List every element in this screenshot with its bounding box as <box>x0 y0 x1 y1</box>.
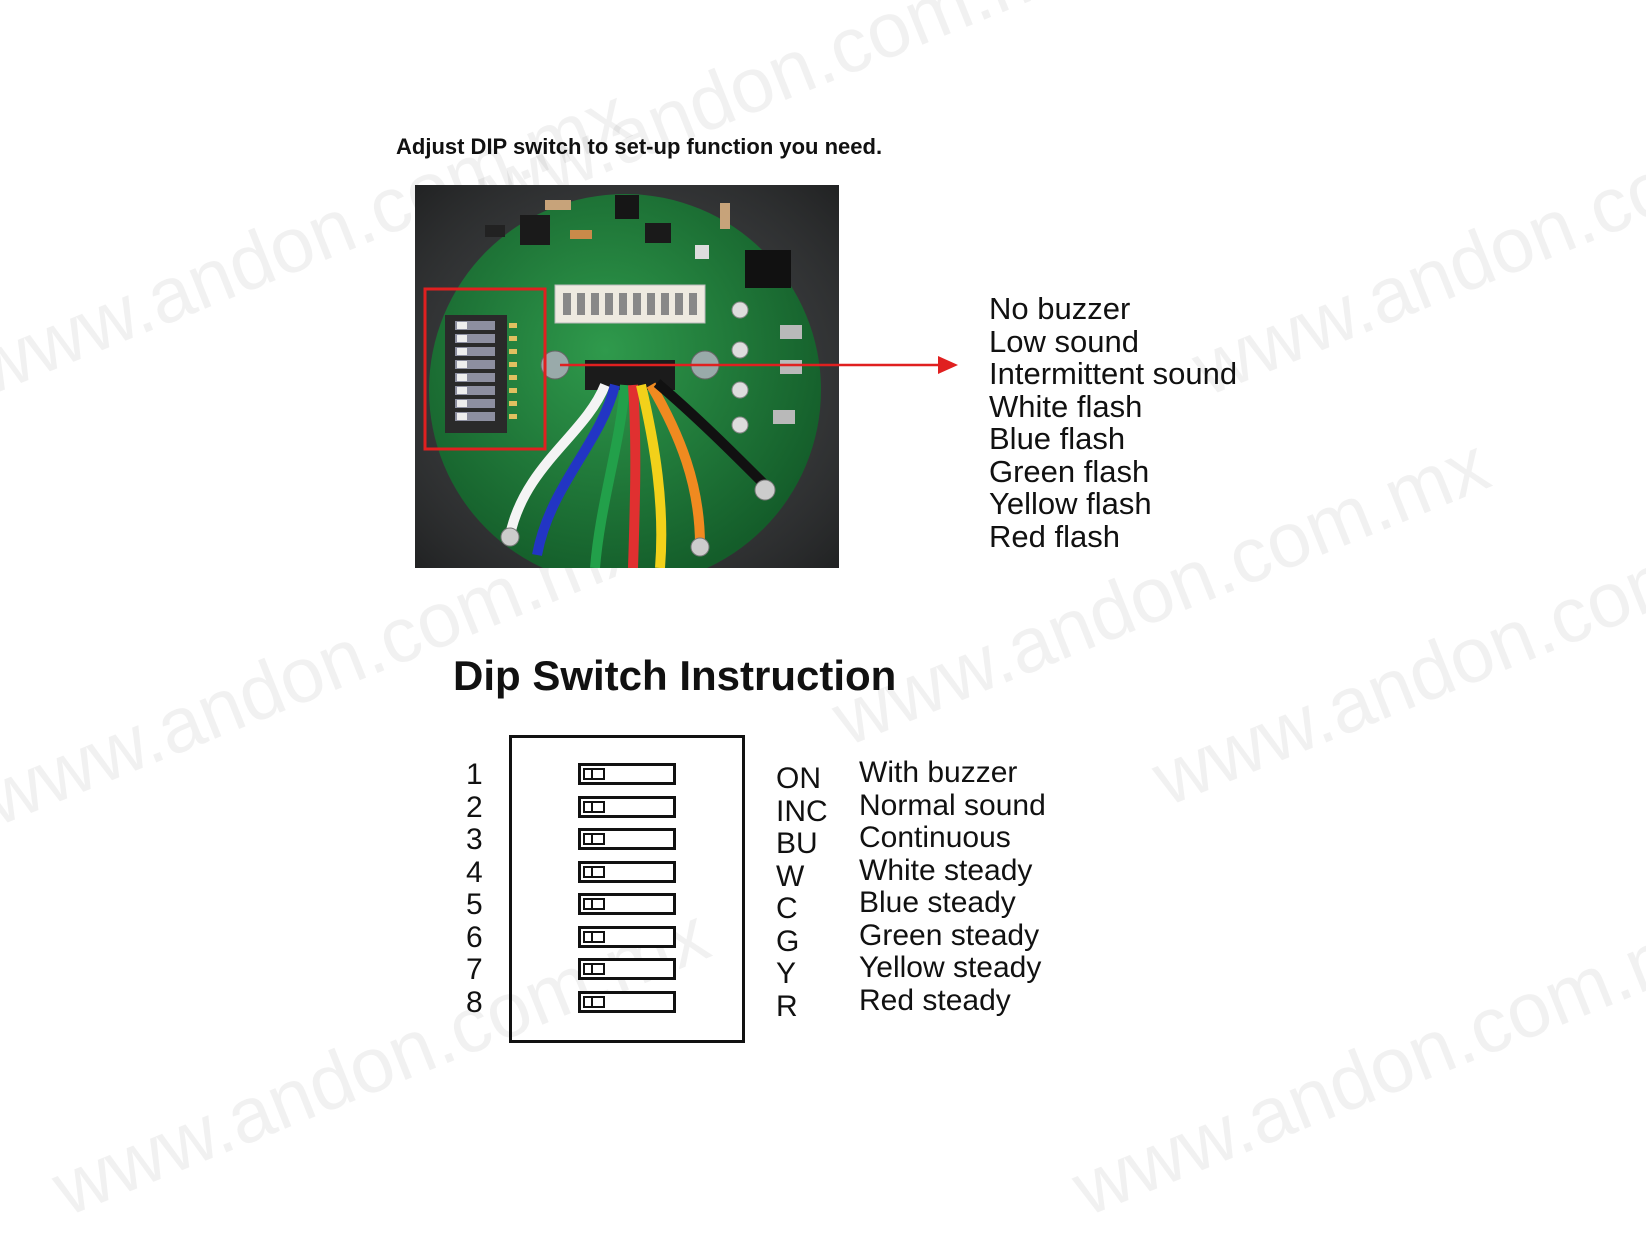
switch-number: 2 <box>466 790 483 824</box>
switch-number: 7 <box>466 953 483 986</box>
switch-description: Green steady <box>859 918 1040 952</box>
switch-description: With buzzer <box>859 756 1018 789</box>
dip-title: Dip Switch Instruction <box>453 652 897 699</box>
switch-description: White steady <box>859 853 1033 887</box>
switch-code: C <box>776 892 798 925</box>
switch-knob <box>583 800 605 813</box>
switch-numbers: 1 2 3 4 5 6 7 8 <box>466 758 483 1019</box>
switch-knob <box>583 833 605 845</box>
dip-switch-7[interactable] <box>578 958 676 980</box>
function-item: White flash <box>989 388 1143 424</box>
switch-number: 4 <box>466 855 483 889</box>
switch-knob <box>583 995 605 1008</box>
function-item: Red flash <box>989 518 1120 554</box>
pointer-arrow <box>560 356 958 374</box>
switch-code: ON <box>776 762 821 795</box>
function-item: Intermittent sound <box>989 356 1238 391</box>
dip-switch-3[interactable] <box>578 828 676 850</box>
dip-switch-8[interactable] <box>578 990 676 1013</box>
switch-number: 5 <box>466 888 483 921</box>
pcb-illustration <box>415 185 839 568</box>
function-list: No buzzer Low sound Intermittent sound W… <box>989 291 1238 554</box>
dip-switch-2[interactable] <box>578 795 676 818</box>
switch-knob <box>583 768 605 780</box>
switch-number: 8 <box>466 985 483 1019</box>
switch-column <box>578 763 676 1023</box>
switch-number: 1 <box>466 758 483 791</box>
function-item: Low sound <box>989 323 1139 359</box>
switch-knob <box>583 963 605 975</box>
function-item: No buzzer <box>989 291 1131 326</box>
switch-number: 3 <box>466 823 483 856</box>
watermark: www.andon.com.mx <box>1180 69 1646 413</box>
switch-code: BU <box>776 827 818 860</box>
dip-switch-4[interactable] <box>578 860 676 883</box>
function-item: Yellow flash <box>989 486 1152 521</box>
switch-code: INC <box>776 794 828 828</box>
function-item: Green flash <box>989 453 1150 489</box>
switch-description: Yellow steady <box>859 951 1042 984</box>
function-item: Blue flash <box>989 421 1126 456</box>
switch-code: R <box>776 989 798 1023</box>
switch-descriptions: With buzzer Normal sound Continuous Whit… <box>859 756 1046 1017</box>
instruction-text: Adjust DIP switch to set-up function you… <box>396 134 883 159</box>
switch-knob <box>583 930 605 943</box>
dip-switch-6[interactable] <box>578 925 676 948</box>
switch-code: Y <box>776 957 797 990</box>
switch-description: Red steady <box>859 983 1011 1017</box>
dip-switch-5[interactable] <box>578 893 676 915</box>
switch-description: Continuous <box>859 821 1011 854</box>
switch-code: G <box>776 924 800 958</box>
pcb-photo <box>415 185 839 568</box>
dip-switch-1[interactable] <box>578 763 676 785</box>
switch-codes: ON INC BU W C G Y R <box>776 762 828 1023</box>
switch-knob <box>583 898 605 910</box>
switch-code: W <box>776 859 805 893</box>
switch-description: Blue steady <box>859 886 1016 919</box>
watermark: www.andon.com.mx <box>1060 889 1646 1233</box>
dip-switch-diagram <box>509 735 745 1043</box>
switch-description: Normal sound <box>859 788 1046 822</box>
switch-knob <box>583 865 605 878</box>
switch-number: 6 <box>466 920 483 954</box>
